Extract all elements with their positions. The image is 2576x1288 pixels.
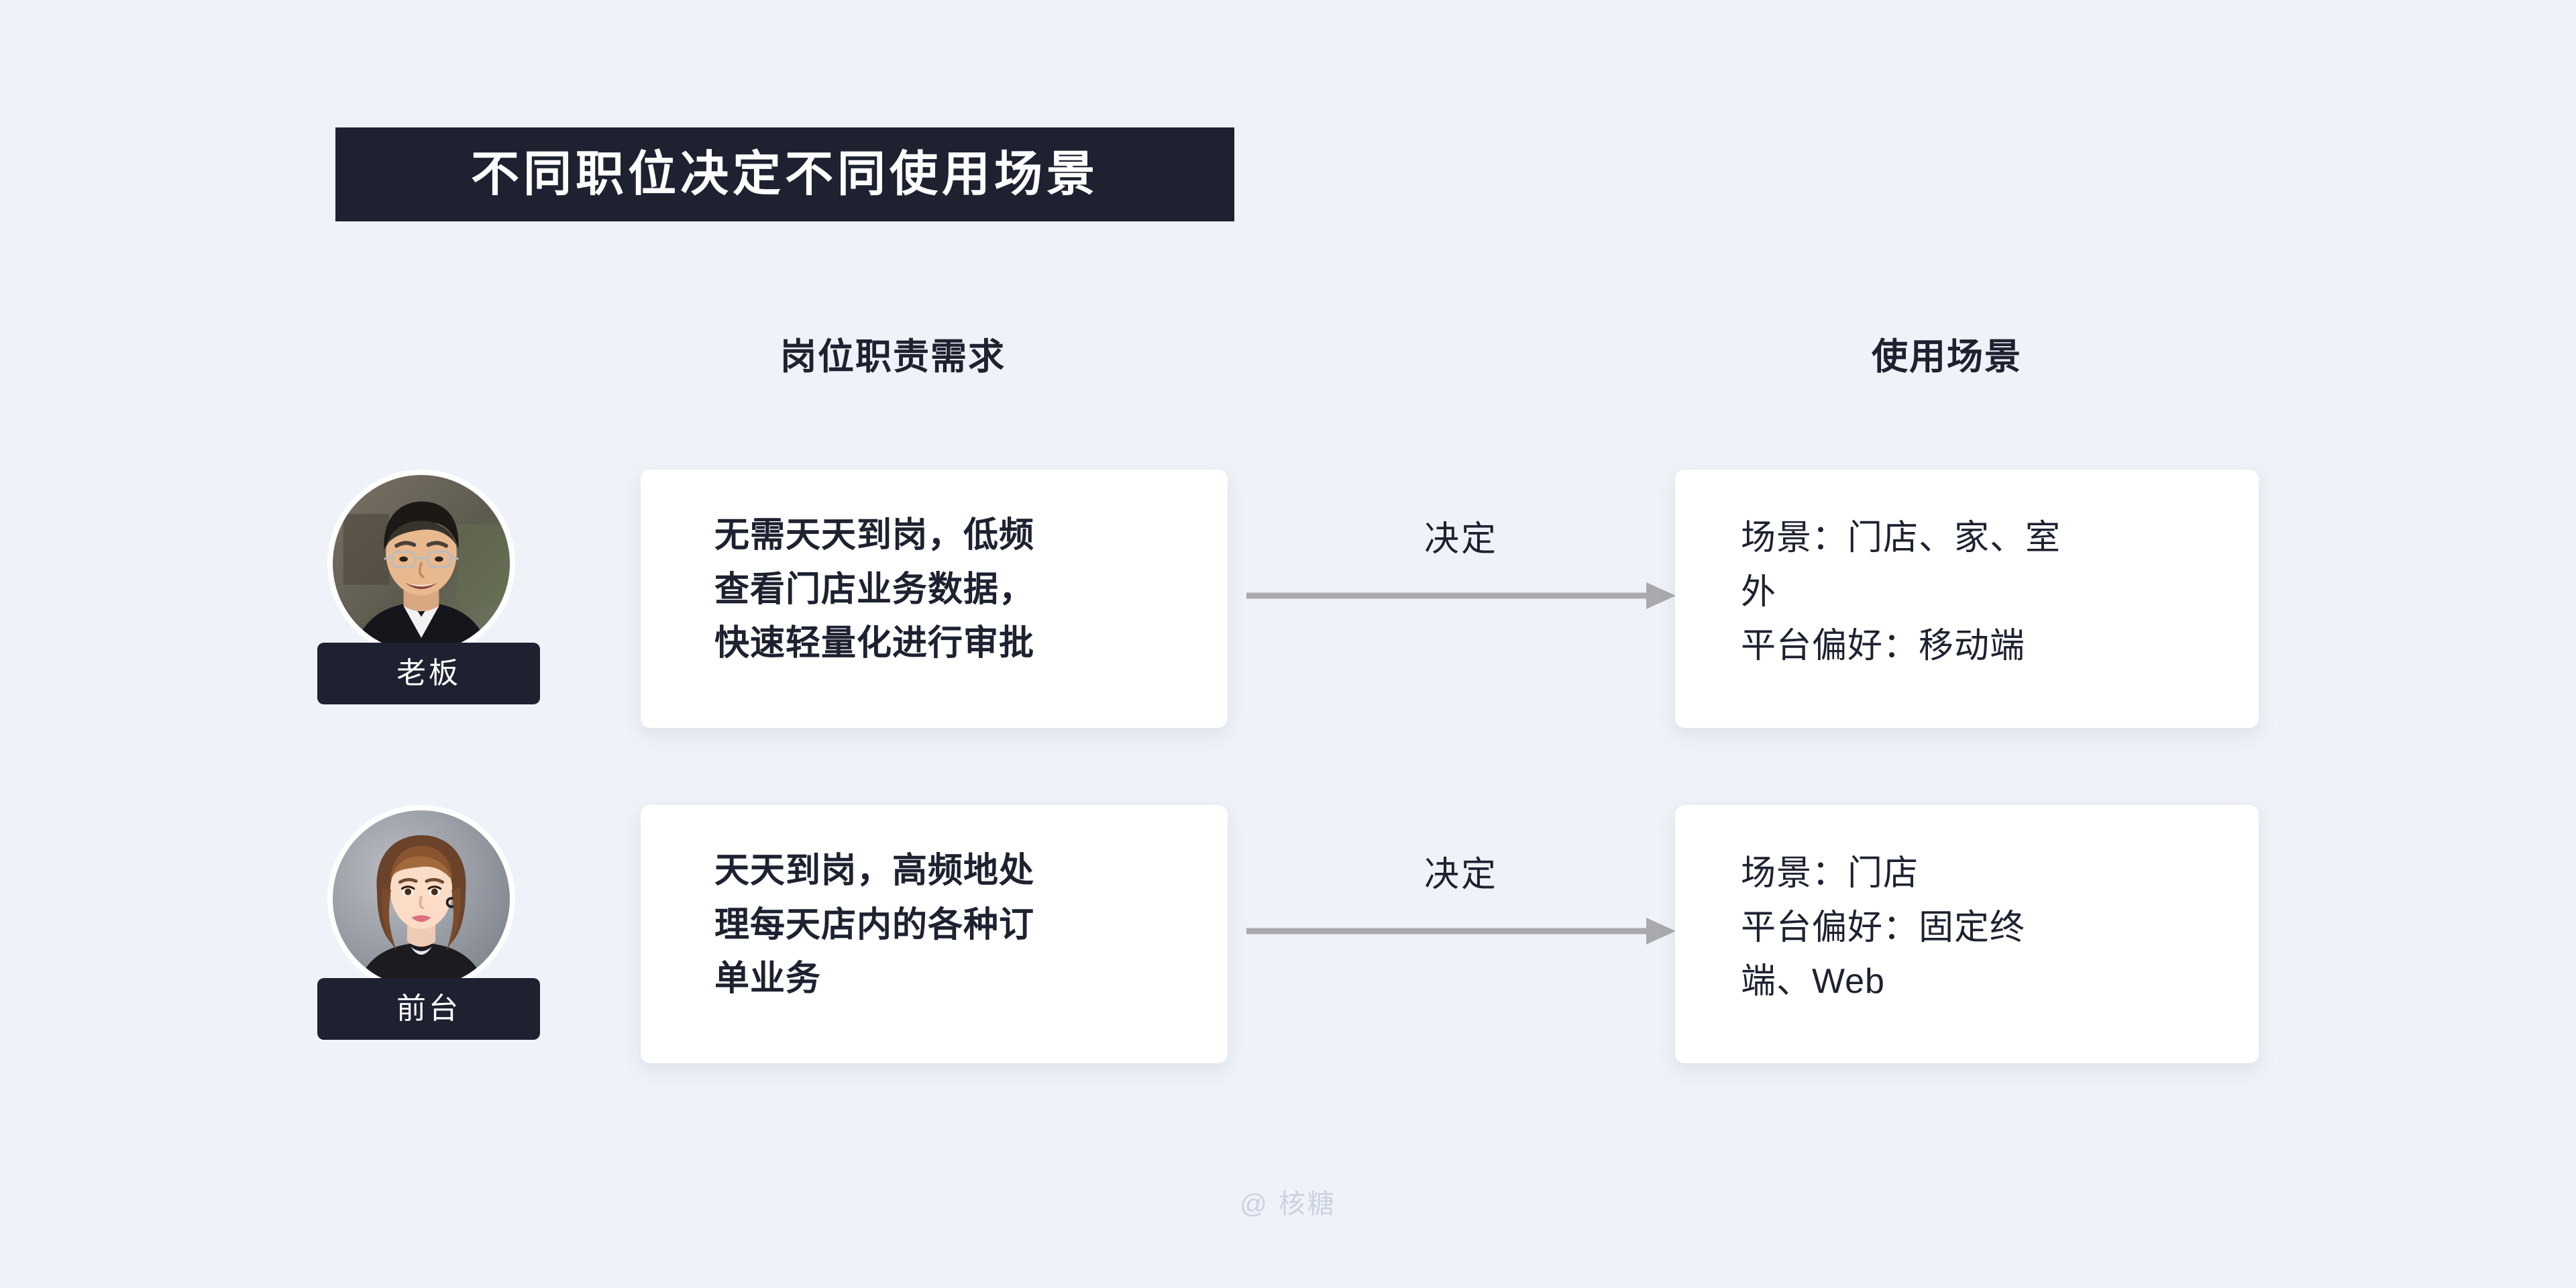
title-banner: 不同职位决定不同使用场景 — [335, 127, 1234, 221]
page-title: 不同职位决定不同使用场景 — [470, 148, 1099, 201]
role-badge: 老板 — [317, 643, 540, 704]
duty-text: 无需天天到岗，低频 查看门店业务数据， 快速轻量化进行审批 — [714, 516, 1035, 663]
duty-card: 天天到岗，高频地处 理每天店内的各种订 单业务 — [641, 805, 1228, 1063]
scene-text: 场景：门店 平台偏好：固定终 端、Web — [1741, 854, 2026, 1002]
avatar — [327, 805, 515, 993]
column-header-duties: 岗位职责需求 — [780, 337, 1006, 377]
scene-card: 场景：门店、家、室 外 平台偏好：移动端 — [1675, 470, 2259, 728]
watermark: @ 核糖 — [1240, 1189, 1336, 1219]
right-arrow-icon — [1246, 911, 1676, 951]
avatar — [327, 470, 515, 657]
connector: 决定 — [1246, 805, 1676, 1063]
persona-boss: 老板 — [315, 470, 543, 704]
avatar-photo-receptionist — [333, 810, 510, 987]
role-badge-label: 老板 — [396, 657, 461, 690]
duty-card: 无需天天到岗，低频 查看门店业务数据， 快速轻量化进行审批 — [641, 470, 1228, 728]
connector-label: 决定 — [1424, 520, 1498, 559]
avatar-photo-boss — [333, 475, 510, 652]
column-header-scenes: 使用场景 — [1872, 337, 2022, 377]
persona-receptionist: 前台 — [315, 805, 543, 1040]
scene-card: 场景：门店 平台偏好：固定终 端、Web — [1675, 805, 2259, 1063]
duty-text: 天天到岗，高频地处 理每天店内的各种订 单业务 — [714, 851, 1035, 999]
scene-text: 场景：门店、家、室 外 平台偏好：移动端 — [1741, 519, 2061, 666]
connector: 决定 — [1246, 470, 1676, 728]
role-badge: 前台 — [317, 978, 540, 1040]
connector-label: 决定 — [1424, 855, 1498, 894]
right-arrow-icon — [1246, 576, 1676, 616]
role-badge-label: 前台 — [396, 992, 461, 1025]
